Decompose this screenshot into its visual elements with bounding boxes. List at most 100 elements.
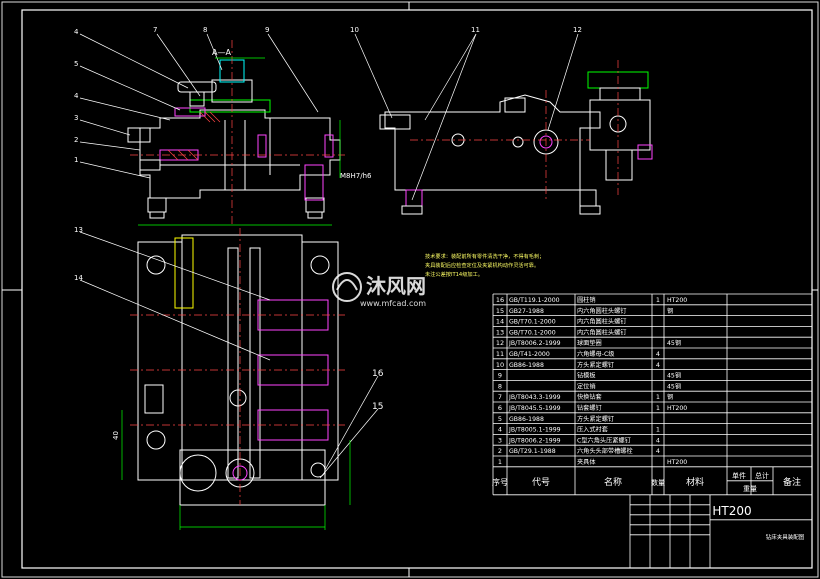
bom-cell-no: 15: [496, 307, 504, 315]
bom-cell-no: 6: [498, 404, 502, 412]
bom-cell-qty: 1: [656, 296, 660, 304]
bom-cell-code: GB/T70.1-2000: [509, 329, 556, 336]
drawing-frame: [21, 9, 813, 569]
bom-cell-no: 5: [498, 415, 502, 423]
bom-cell-qty: 1: [656, 393, 660, 401]
bom-cell-code: JB/T8006.2-1999: [508, 437, 561, 444]
bom-cell-name: 球面垫圈: [577, 339, 602, 347]
callout-label: 10: [350, 26, 359, 34]
bom-cell-qty: 4: [656, 436, 660, 444]
section-label: A—A: [212, 48, 231, 57]
bom-cell-code: GB86-1988: [509, 416, 544, 423]
bom-cell-no: 4: [498, 426, 502, 434]
callout-label: 9: [265, 26, 269, 34]
watermark: 沐风网 www.mfcad.com: [332, 272, 426, 308]
note-line: 技术要求：装配前所有零件清洗干净，不得有毛刺；: [425, 252, 544, 260]
bom-header-unit-weight: 单件: [732, 471, 746, 480]
bom-cell-name: 内六角圆柱头螺钉: [577, 307, 627, 315]
bom-cell-no: 1: [498, 458, 502, 466]
bom-cell-material: 45钢: [667, 339, 681, 347]
bom-cell-qty: 1: [656, 404, 660, 412]
bom-cell-name: 内六角圆柱头螺钉: [577, 318, 627, 326]
bom-cell-qty: 4: [656, 447, 660, 455]
technical-notes: 技术要求：装配前所有零件清洗干净，不得有毛刺； 夹具装配后应检查定位及夹紧机构动…: [425, 252, 544, 278]
plan-view: [79, 228, 379, 530]
callout-label: 4: [74, 28, 79, 36]
title-block-material: HT200: [712, 504, 751, 518]
callout-label: 14: [74, 274, 83, 282]
callout-label: 11: [471, 26, 480, 34]
bom-cell-name: 定位销: [577, 382, 596, 390]
watermark-url: www.mfcad.com: [360, 299, 426, 308]
bom-cell-name: 钻套螺钉: [577, 404, 602, 412]
bom-header-name: 名称: [604, 476, 622, 488]
bom-cell-code: GB/T29.1-1988: [509, 448, 556, 455]
bom-header-material: 材料: [686, 476, 704, 488]
bom-cell-name: 钻模板: [577, 372, 596, 380]
bom-cell-name: 圆柱销: [577, 296, 596, 304]
callout-label: 7: [153, 26, 157, 34]
callout-label: 13: [74, 226, 83, 234]
callout-label: 5: [74, 60, 78, 68]
bom-header-code: 代号: [532, 477, 550, 488]
bom-cell-no: 11: [496, 350, 504, 358]
bom-cell-name: 方头紧定螺钉: [577, 415, 614, 423]
callout-label: 16: [372, 369, 384, 379]
bom-cell-material: 45钢: [667, 372, 681, 380]
dimension-label: 40: [112, 431, 120, 440]
bom-cell-qty: 4: [656, 361, 660, 369]
bom-cell-code: GB/T70.1-2000: [509, 319, 556, 326]
bom-cell-material: 45钢: [667, 382, 681, 390]
bom-cell-no: 10: [496, 361, 504, 369]
bom-cell-name: 夹具体: [577, 458, 596, 466]
callout-label: 4: [74, 92, 79, 100]
bom-cell-no: 13: [496, 328, 504, 336]
bom-cell-name: 六角螺母-C级: [577, 350, 615, 358]
title-block-name: 钻床夹具装配图: [766, 533, 805, 541]
bom-header-weight: 重量: [743, 485, 757, 493]
bom-cell-no: 14: [496, 318, 504, 326]
bom-cell-code: GB/T119.1-2000: [509, 297, 560, 304]
bom-cell-no: 7: [498, 393, 502, 401]
bom-cell-qty: 1: [656, 426, 660, 434]
callout-label: 1: [74, 156, 78, 164]
bom-cell-no: 8: [498, 382, 502, 390]
bom-cell-name: 内六角圆柱头螺钉: [577, 328, 627, 336]
callout-label: 15: [372, 402, 383, 412]
bom-cell-code: JB/T8043.3-1999: [508, 394, 561, 401]
bom-header-total-weight: 总计: [755, 471, 769, 480]
bom-header-remark: 备注: [783, 476, 801, 488]
bom-cell-name: 压入式衬套: [577, 426, 608, 434]
bom-cell-code: JB/T8045.5-1999: [508, 405, 561, 412]
bom-cell-qty: 4: [656, 350, 660, 358]
side-view: [354, 33, 653, 215]
bom-cell-no: 3: [498, 436, 502, 444]
callout-label: 12: [573, 26, 582, 34]
bom-cell-code: JB/T8005.1-1999: [508, 427, 561, 434]
bom-header-qty: 数量: [651, 478, 665, 487]
bom-cell-no: 16: [496, 296, 504, 304]
callout-label: 3: [74, 114, 78, 122]
front-section-view: [79, 33, 345, 226]
bom-cell-name: 快换钻套: [577, 393, 602, 401]
bom-cell-name: 方头紧定螺钉: [577, 361, 614, 369]
bom-cell-code: GB/T41-2000: [509, 351, 550, 358]
bom-cell-no: 9: [498, 372, 502, 380]
bom-header-no: 序号: [492, 477, 508, 487]
bom-cell-name: C型六角头压紧螺钉: [577, 436, 631, 444]
bom-cell-code: GB86-1988: [509, 362, 544, 369]
callout-label: 8: [203, 26, 207, 34]
callout-label: 2: [74, 136, 78, 144]
fit-annotation: M8H7/h6: [340, 172, 372, 180]
bom-cell-material: 钢: [667, 393, 673, 401]
watermark-brand: 沐风网: [366, 274, 426, 298]
note-line: 夹具装配后应检查定位及夹紧机构动作灵活可靠。: [425, 261, 539, 269]
bom-cell-material: 钢: [667, 307, 673, 315]
bom-cell-no: 12: [496, 339, 504, 347]
bom-cell-code: GB27-1988: [509, 308, 544, 315]
callouts: 4 5 4 3 2 1 7 8 9 10 11 12 13 14 16 15: [74, 26, 582, 412]
bom-cell-code: JB/T8006.2-1999: [508, 340, 561, 347]
bom-cell-no: 2: [498, 447, 502, 455]
